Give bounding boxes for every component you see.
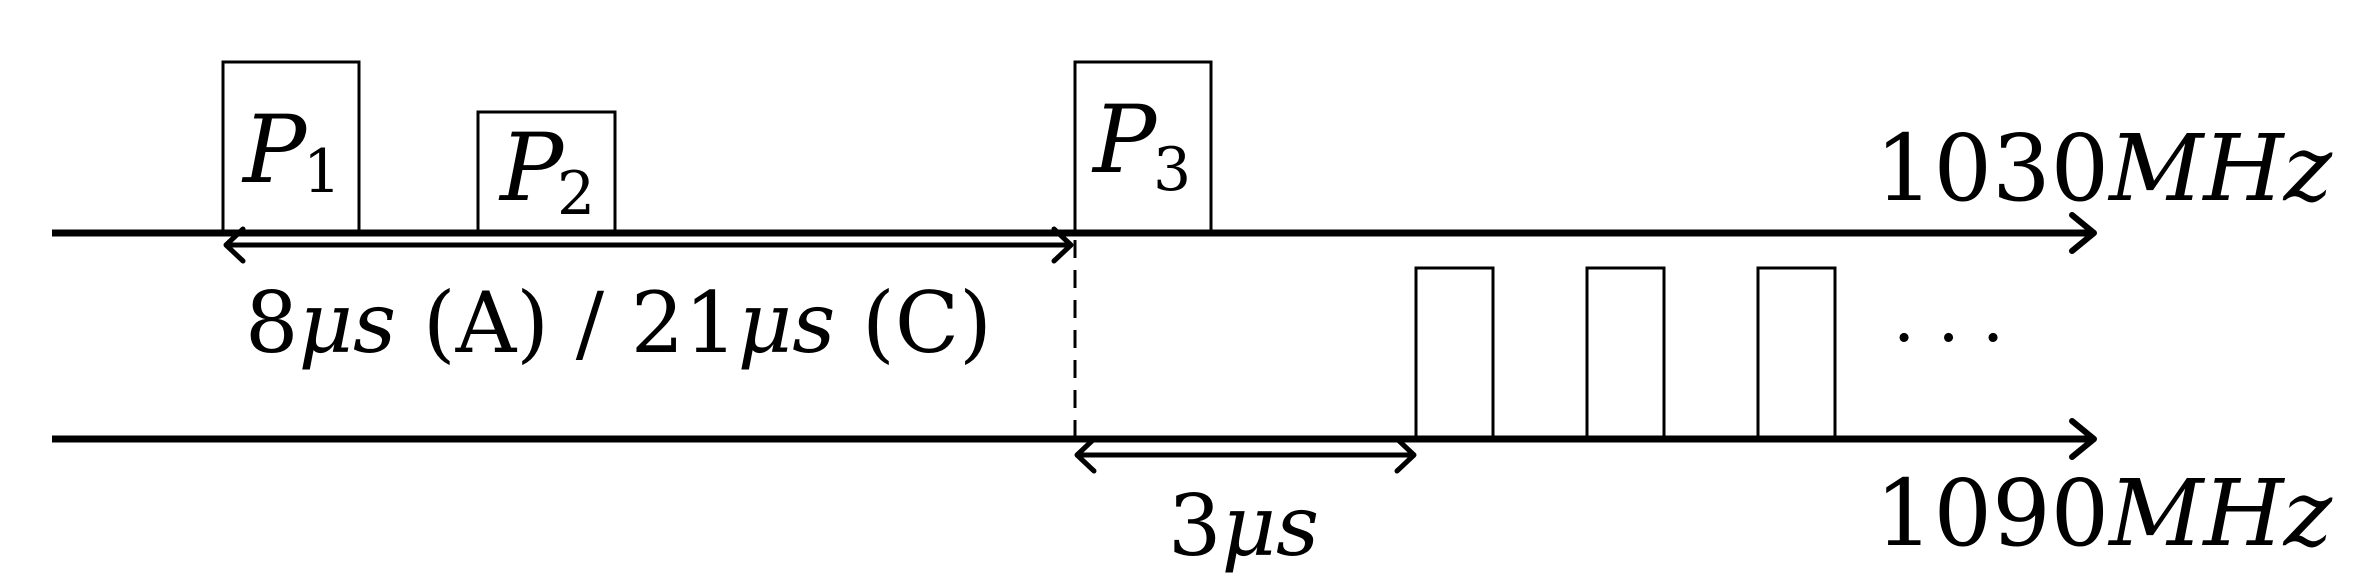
top-frequency-number: 1030 — [1875, 115, 2109, 222]
pulse-p2-subscript: 2 — [557, 159, 595, 229]
pulse-p3-box — [1073, 60, 1213, 233]
reply-pulse-1 — [1414, 266, 1495, 439]
pulse-p2-box — [476, 110, 617, 233]
bottom-timeline-arrowhead — [2069, 418, 2097, 460]
reply-delay-arrow — [1074, 436, 1417, 474]
bottom-frequency-unit: MHz — [2107, 460, 2332, 567]
pulse-p2: P 2 — [476, 110, 617, 233]
interval-arrowhead-left — [223, 226, 246, 264]
reply-pulse-2 — [1585, 266, 1666, 439]
reply-delay-label: 3μs — [1168, 477, 1319, 575]
top-channel: P 1 P 2 P 3 1030MHz — [52, 60, 2333, 254]
pulse-p1: P 1 — [221, 60, 361, 233]
reply-continuation-ellipsis: · · · — [1893, 297, 2004, 379]
pulse-p3-subscript: 3 — [1153, 135, 1191, 205]
pulse-p3-label: P — [1091, 86, 1158, 195]
top-frequency-unit: MHz — [2107, 115, 2332, 222]
pulse-p3: P 3 — [1073, 60, 1213, 233]
pulse-p1-box — [221, 60, 361, 233]
bottom-frequency-number: 1090 — [1875, 460, 2109, 567]
pulse-p2-label: P — [498, 114, 565, 223]
interval-arrow — [223, 226, 1074, 264]
bottom-frequency-label: 1090MHz — [1875, 460, 2333, 567]
interval-arrowhead-right — [1051, 226, 1074, 264]
top-frequency-label: 1030MHz — [1875, 115, 2333, 222]
interval-mode-label: 8μs (A) / 21μs (C) — [245, 274, 992, 372]
pulse-p1-subscript: 1 — [303, 137, 341, 207]
bottom-channel: · · · 1090MHz — [52, 266, 2333, 567]
pulse-p1-label: P — [241, 96, 308, 205]
top-timeline-arrowhead — [2069, 212, 2097, 254]
reply-delay-arrowhead-left — [1074, 436, 1097, 474]
reply-delay-arrowhead-right — [1394, 436, 1417, 474]
reply-pulse-3 — [1756, 266, 1837, 439]
